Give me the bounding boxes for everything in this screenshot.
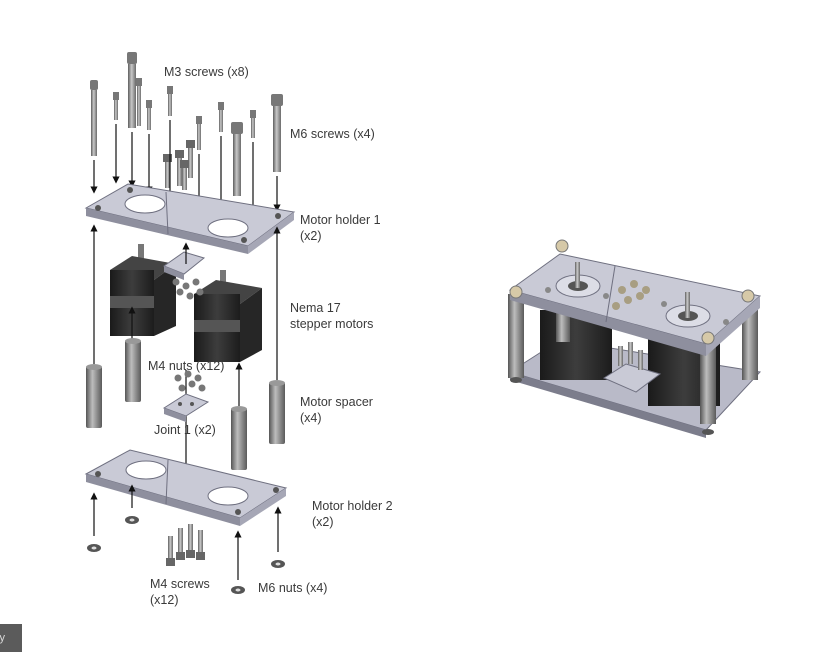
label-joint1: Joint 1 (x2) <box>154 423 216 437</box>
label-motor-holder-1: Motor holder 1 (x2) <box>300 212 381 244</box>
joint1-lower <box>162 393 210 422</box>
m4-screws-lower-cluster <box>166 524 205 566</box>
motor-spacers <box>86 338 285 470</box>
m3-screws-group <box>90 52 256 156</box>
label-m6-nuts: M6 nuts (x4) <box>258 581 328 595</box>
assembled-gearbox-view <box>508 239 762 438</box>
label-m4-screws: M4 screws (x12) <box>150 576 210 608</box>
label-motor-holder-1-line1: Motor holder 1 <box>300 213 381 227</box>
nema17-motor-left <box>110 244 176 336</box>
m6-screws-group <box>231 94 283 196</box>
label-motor-holder-2-line1: Motor holder 2 <box>312 499 393 513</box>
label-nema17: Nema 17 stepper motors <box>290 300 373 332</box>
label-nema17-line2: stepper motors <box>290 317 374 331</box>
nema17-motor-right <box>194 270 262 362</box>
motor-holder-1-plate <box>84 183 296 254</box>
label-m6-screws: M6 screws (x4) <box>290 127 375 141</box>
label-motor-holder-2-line2: (x2) <box>312 515 334 529</box>
motor-holder-2-plate <box>84 449 288 526</box>
label-m4-screws-line1: M4 screws <box>150 577 210 591</box>
label-motor-holder-1-line2: (x2) <box>300 229 322 243</box>
assembly-arrows-top <box>90 120 281 216</box>
m4-nuts-lower <box>174 370 206 392</box>
label-m4-screws-line2: (x12) <box>150 593 179 607</box>
joint1-upper <box>162 251 206 300</box>
reply-button[interactable]: ply <box>0 624 22 652</box>
label-motor-holder-2: Motor holder 2 (x2) <box>312 498 393 530</box>
label-m4-nuts: M4 nuts (x12) <box>148 359 225 373</box>
assembly-arrows-bottom <box>90 484 282 580</box>
label-m3-screws: M3 screws (x8) <box>164 65 249 79</box>
label-motor-spacer-line1: Motor spacer <box>300 395 373 409</box>
label-motor-spacer: Motor spacer (x4) <box>300 394 373 426</box>
m4-screws-upper-cluster <box>163 140 195 190</box>
label-nema17-line1: Nema 17 <box>290 301 341 315</box>
label-motor-spacer-line2: (x4) <box>300 411 322 425</box>
m6-nuts <box>87 516 285 594</box>
